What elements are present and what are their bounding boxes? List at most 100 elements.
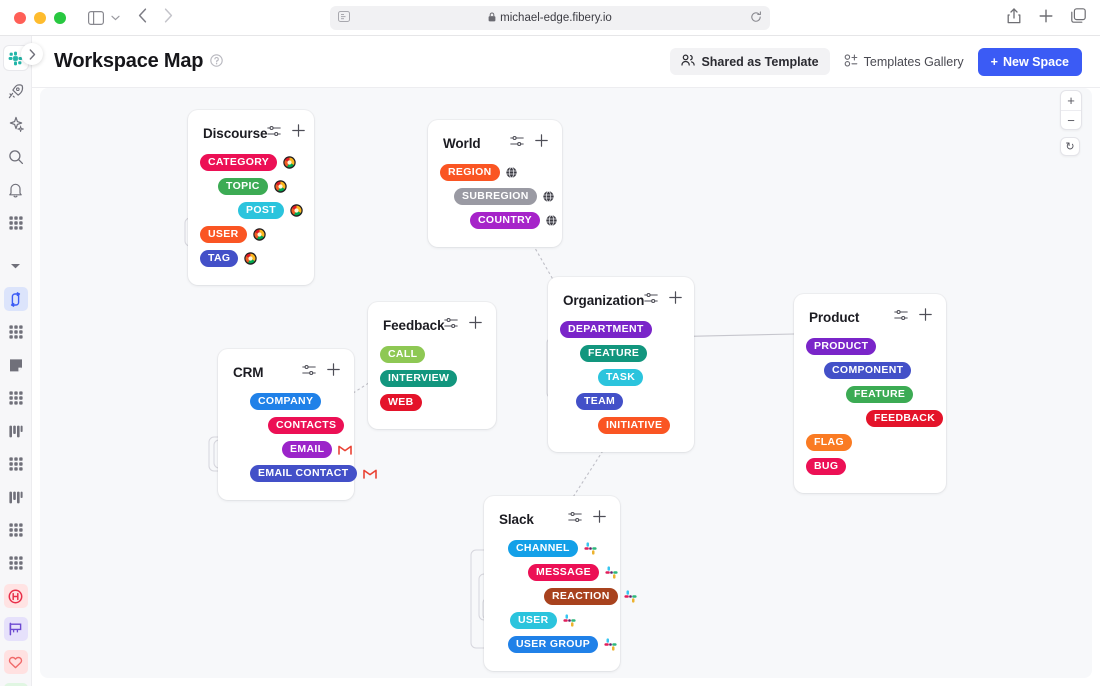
entity-row[interactable]: REACTION xyxy=(496,585,637,607)
entity-chip[interactable]: COUNTRY xyxy=(470,211,540,229)
entity-chip[interactable]: USER xyxy=(200,225,247,243)
entity-row[interactable]: DEPARTMENT xyxy=(560,318,682,340)
rail-item-grid-6[interactable] xyxy=(4,551,28,575)
rail-item-rocket[interactable] xyxy=(4,79,28,103)
plus-icon[interactable] xyxy=(919,308,932,326)
sliders-icon[interactable] xyxy=(510,134,524,152)
entity-chip[interactable]: FEATURE xyxy=(846,385,914,403)
entity-chip[interactable]: COMPONENT xyxy=(824,361,912,379)
forward-button[interactable] xyxy=(164,7,173,28)
entity-chip[interactable]: WEB xyxy=(380,393,422,411)
address-bar[interactable]: michael-edge.fibery.io xyxy=(330,6,770,30)
sidebar-dropdown-icon[interactable] xyxy=(111,15,120,21)
zoom-out-button[interactable]: − xyxy=(1061,110,1081,129)
entity-chip[interactable]: FEATURE xyxy=(580,344,648,362)
entity-chip[interactable]: USER xyxy=(510,611,557,629)
rail-collapse-button[interactable] xyxy=(21,43,43,65)
new-space-button[interactable]: + New Space xyxy=(977,47,1082,76)
zoom-in-button[interactable]: + xyxy=(1067,93,1075,108)
entity-row[interactable]: TOPIC xyxy=(200,175,302,197)
sliders-icon[interactable] xyxy=(568,510,582,528)
entity-row[interactable]: TAG xyxy=(200,247,302,269)
rail-item-grid-5[interactable] xyxy=(4,518,28,542)
entity-row[interactable]: EMAIL xyxy=(230,438,353,460)
entity-chip[interactable]: EMAIL xyxy=(282,440,333,458)
entity-row[interactable]: FEEDBACK xyxy=(806,407,944,429)
rail-item-grid-4[interactable] xyxy=(4,452,28,476)
entity-row[interactable]: INITIATIVE xyxy=(560,414,682,436)
entity-chip[interactable]: CHANNEL xyxy=(508,539,578,557)
entity-row[interactable]: FEATURE xyxy=(806,383,934,405)
entity-row[interactable]: CHANNEL xyxy=(496,537,608,559)
entity-chip[interactable]: INTERVIEW xyxy=(380,369,458,387)
entity-chip[interactable]: SUBREGION xyxy=(454,187,537,205)
entity-row[interactable]: TEAM xyxy=(560,390,682,412)
plus-icon[interactable] xyxy=(593,510,606,528)
shared-as-template-button[interactable]: Shared as Template xyxy=(670,48,830,75)
rail-item-notifications[interactable] xyxy=(4,178,28,202)
entity-chip[interactable]: TOPIC xyxy=(218,177,268,195)
entity-row[interactable]: COUNTRY xyxy=(440,209,557,231)
entity-row[interactable]: COMPONENT xyxy=(806,359,934,381)
entity-row[interactable]: USER GROUP xyxy=(496,633,617,655)
help-circle-icon[interactable] xyxy=(210,53,224,70)
sliders-icon[interactable] xyxy=(302,363,316,381)
minimize-window-button[interactable] xyxy=(34,11,46,24)
entity-chip[interactable]: MESSAGE xyxy=(528,563,599,581)
rail-item-space-green[interactable] xyxy=(3,683,28,686)
rail-item-workspace-map[interactable] xyxy=(3,287,28,311)
entity-chip[interactable]: POST xyxy=(238,201,284,219)
rail-item-board-1[interactable] xyxy=(4,419,28,443)
entity-row[interactable]: USER xyxy=(200,223,302,245)
reader-view-icon[interactable] xyxy=(338,9,350,27)
rail-item-grid-1[interactable] xyxy=(4,211,28,235)
entity-row[interactable]: CATEGORY xyxy=(200,151,302,173)
entity-row[interactable]: BUG xyxy=(806,455,934,477)
entity-row[interactable]: FEATURE xyxy=(560,342,682,364)
entity-chip[interactable]: REACTION xyxy=(544,587,618,605)
entity-chip[interactable]: EMAIL CONTACT xyxy=(250,464,357,482)
sliders-icon[interactable] xyxy=(444,316,459,334)
sliders-icon[interactable] xyxy=(894,308,908,326)
sliders-icon[interactable] xyxy=(267,124,282,142)
rail-item-ai-assistant[interactable] xyxy=(4,112,28,136)
rail-item-grid-2[interactable] xyxy=(4,320,28,344)
entity-chip[interactable]: BUG xyxy=(806,457,847,475)
rail-item-document[interactable] xyxy=(4,353,28,377)
plus-icon[interactable] xyxy=(669,291,683,309)
entity-chip[interactable]: COMPANY xyxy=(250,392,322,410)
tabs-overview-icon[interactable] xyxy=(1071,8,1086,28)
entity-chip[interactable]: PRODUCT xyxy=(806,337,877,355)
entity-row[interactable]: FLAG xyxy=(806,431,934,453)
zoom-reset-button[interactable]: ↻ xyxy=(1060,137,1080,156)
entity-row[interactable]: COMPANY xyxy=(230,390,342,412)
entity-chip[interactable]: CALL xyxy=(380,345,426,363)
entity-row[interactable]: CALL xyxy=(380,343,484,365)
plus-icon[interactable] xyxy=(327,363,340,381)
rail-item-collapse-list[interactable] xyxy=(4,254,28,278)
entity-chip[interactable]: TASK xyxy=(598,368,644,386)
entity-row[interactable]: WEB xyxy=(380,391,484,413)
sidebar-toggle-icon[interactable] xyxy=(88,10,104,25)
rail-item-space-red[interactable] xyxy=(3,584,28,608)
templates-gallery-button[interactable]: Templates Gallery xyxy=(842,48,966,76)
entity-row[interactable]: SUBREGION xyxy=(440,185,554,207)
entity-row[interactable]: USER xyxy=(496,609,608,631)
entity-chip[interactable]: CATEGORY xyxy=(200,153,278,171)
maximize-window-button[interactable] xyxy=(54,11,66,24)
new-tab-icon[interactable] xyxy=(1039,9,1053,28)
entity-row[interactable]: CONTACTS xyxy=(230,414,345,436)
close-window-button[interactable] xyxy=(14,11,26,24)
share-icon[interactable] xyxy=(1007,7,1021,29)
plus-icon[interactable] xyxy=(469,316,483,334)
entity-row[interactable]: EMAIL CONTACT xyxy=(230,462,377,484)
entity-chip[interactable]: TEAM xyxy=(576,392,624,410)
